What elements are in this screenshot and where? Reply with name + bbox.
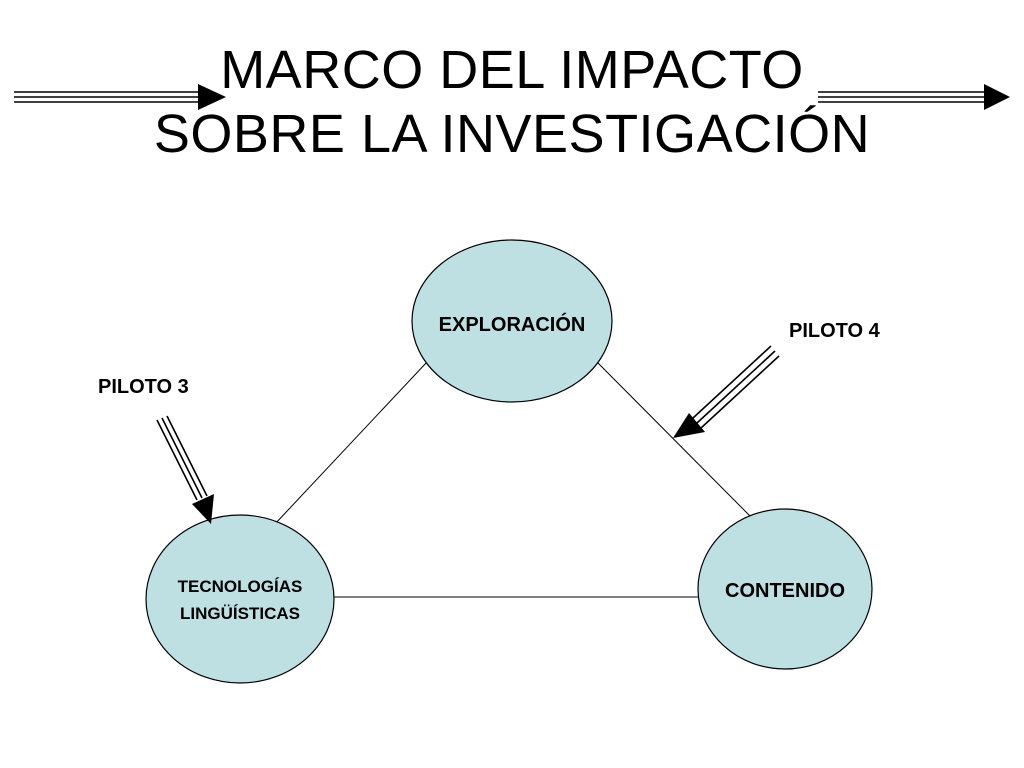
- piloto-3-label: PILOTO 3: [98, 376, 189, 398]
- node-contenido-label: CONTENIDO: [725, 580, 845, 602]
- edge-exploracion-contenido: [596, 361, 753, 519]
- title-line-2: SOBRE LA INVESTIGACIÓN: [153, 104, 871, 164]
- node-tecnologias-label-line2: LINGÜÍSTICAS: [180, 604, 300, 623]
- title-arrow-right-icon: [818, 84, 1010, 110]
- piloto-4-arrow-icon: [673, 345, 780, 438]
- slide-title: MARCO DEL IMPACTO SOBRE LA INVESTIGACIÓN: [0, 38, 1024, 166]
- node-exploracion-label: EXPLORACIÓN: [439, 312, 586, 336]
- node-exploracion: EXPLORACIÓN: [411, 239, 613, 403]
- node-contenido: CONTENIDO: [697, 508, 873, 670]
- piloto-4-label: PILOTO 4: [789, 320, 881, 342]
- title-line-1: MARCO DEL IMPACTO: [220, 40, 804, 100]
- node-tecnologias-label-line1: TECNOLOGÍAS: [178, 577, 303, 596]
- piloto-3-arrow-icon: [156, 415, 214, 524]
- edge-exploracion-tecnologias: [273, 361, 428, 526]
- title-arrow-left-icon: [14, 84, 226, 110]
- node-tecnologias: TECNOLOGÍAS LINGÜÍSTICAS: [145, 514, 335, 684]
